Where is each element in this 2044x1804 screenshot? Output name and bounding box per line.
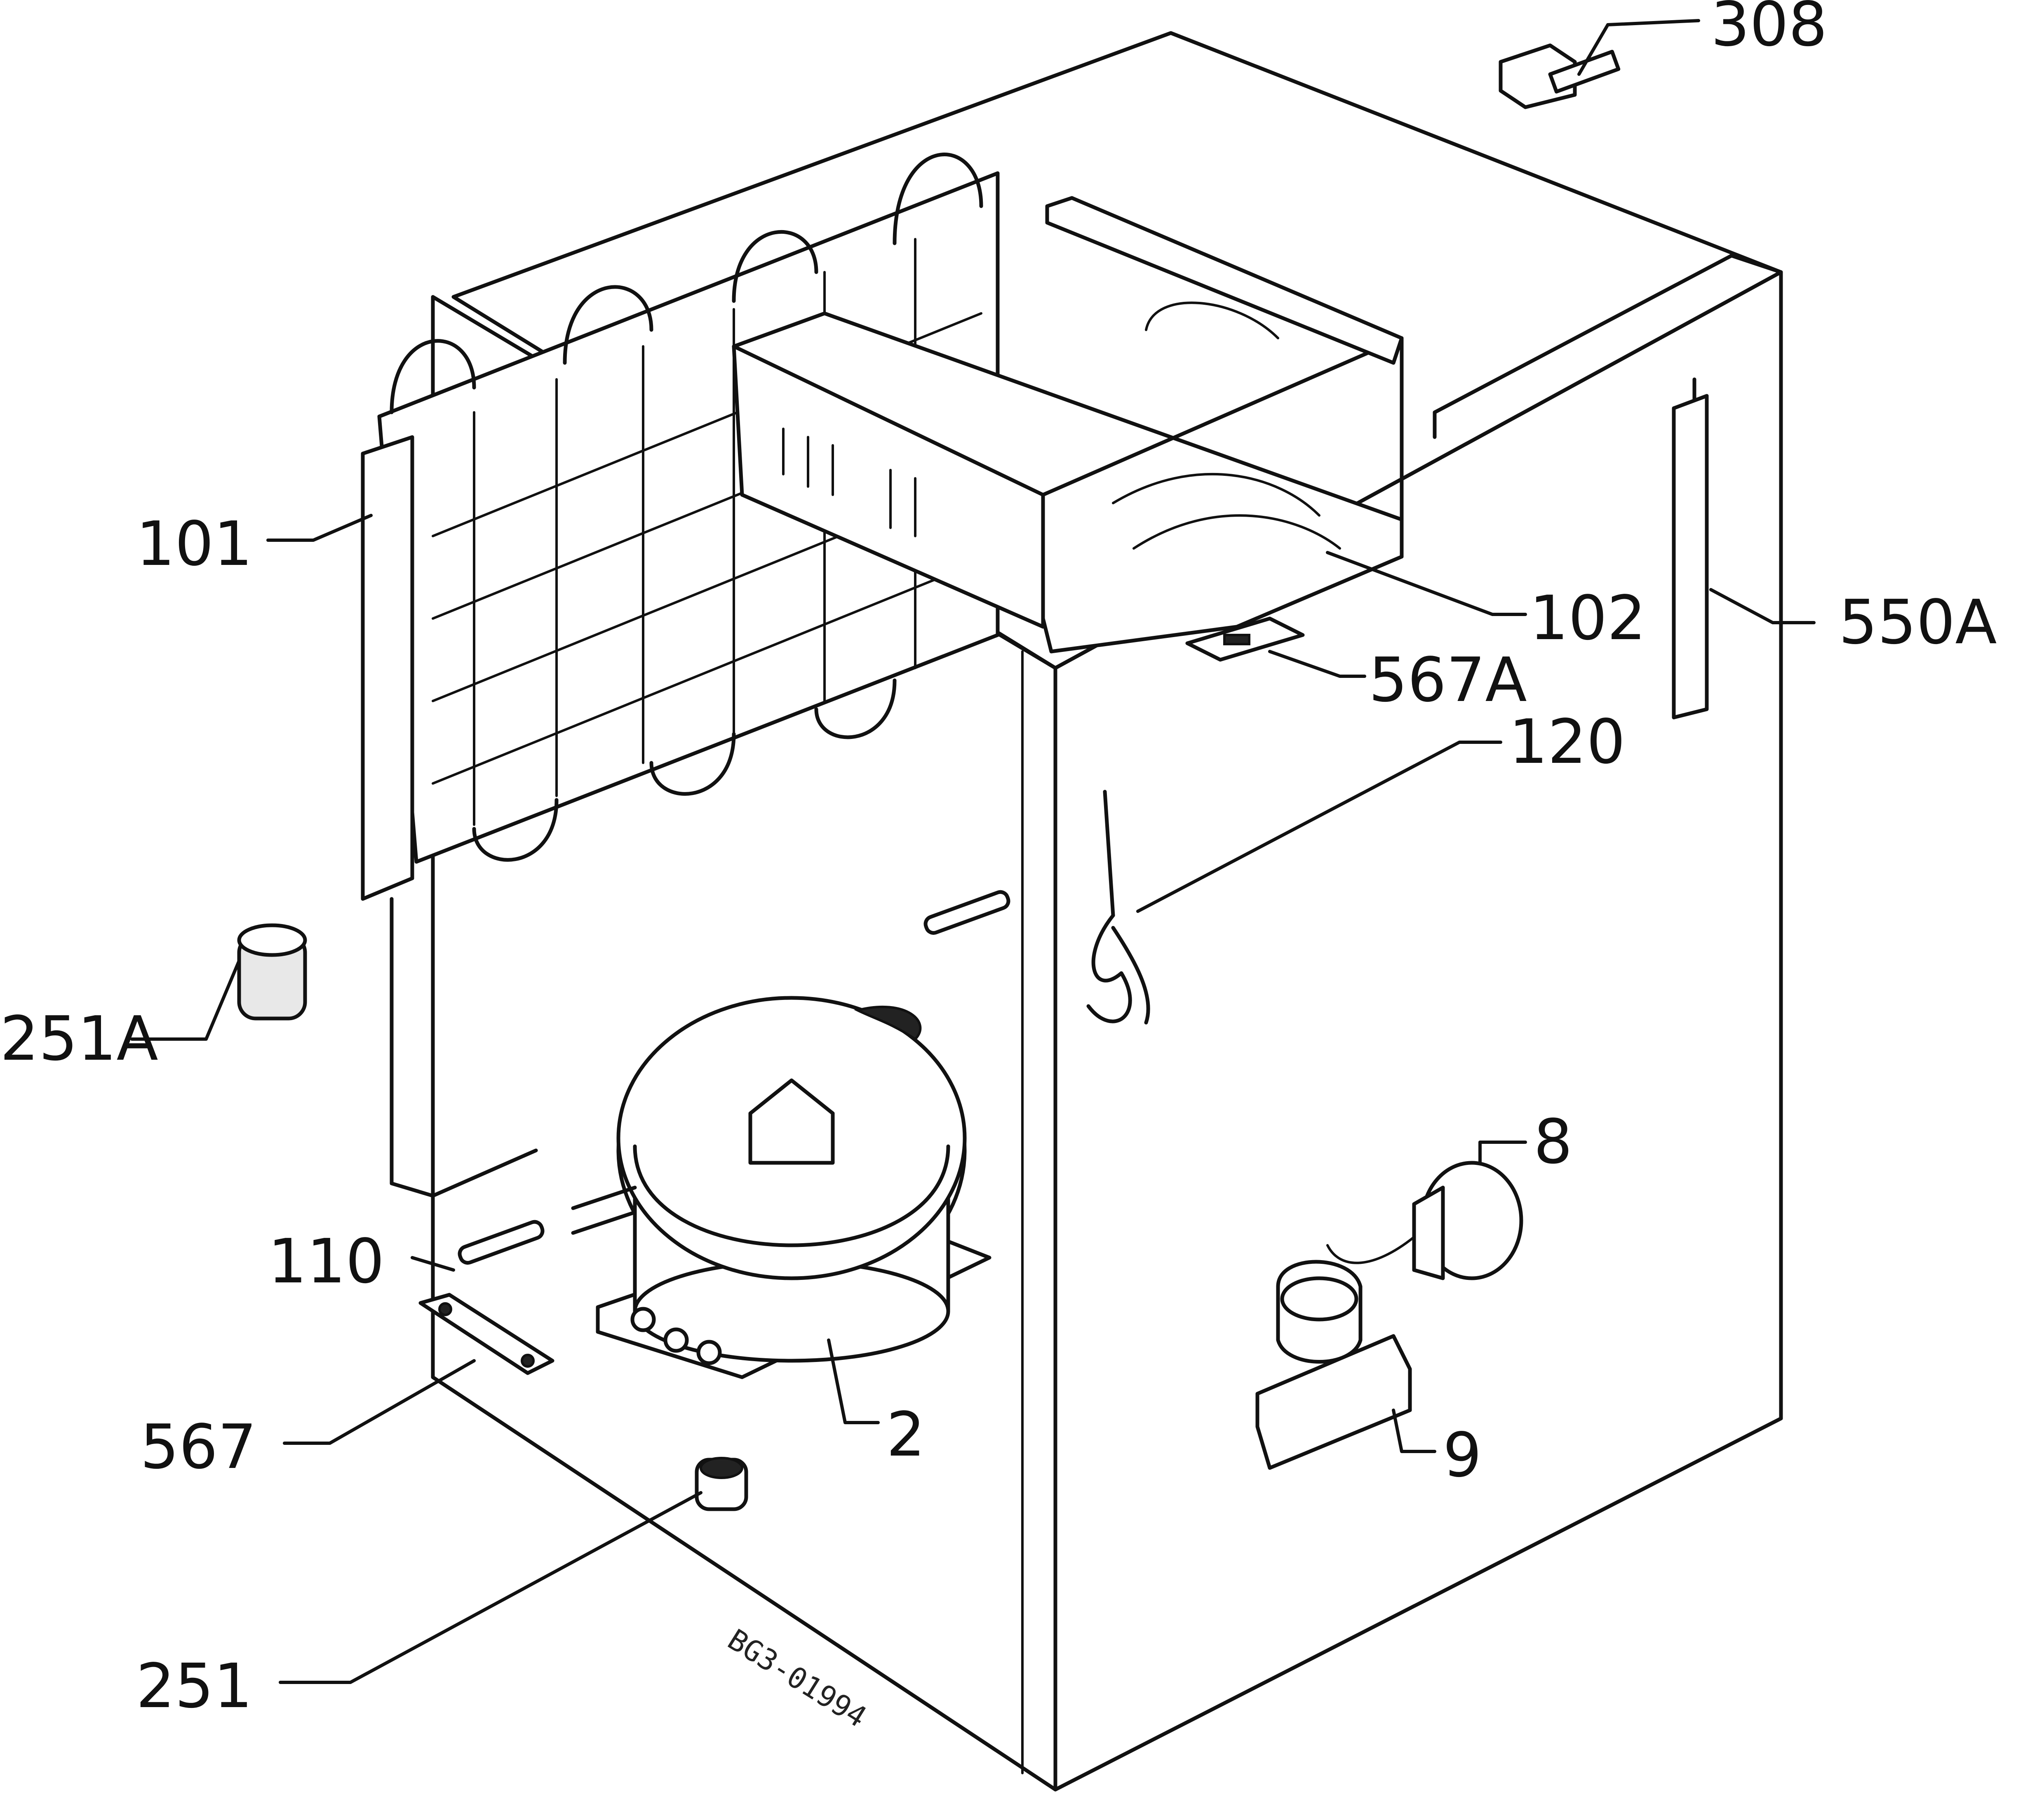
compressor	[571, 996, 991, 1379]
callout-8: 8	[1534, 1106, 1572, 1177]
callout-9: 9	[1443, 1420, 1482, 1491]
grommet-251A	[237, 923, 307, 1021]
callout-567: 567	[140, 1411, 257, 1482]
callout-120: 120	[1509, 706, 1626, 777]
door-seal-550A	[1672, 377, 1709, 720]
plate-567	[418, 1293, 554, 1375]
callout-labels: 308 101 102 550A 567A 120 251A 8 110 567…	[0, 0, 1997, 1722]
thermostat-capillary-120	[1086, 790, 1150, 1025]
holder-clip-9	[1255, 1260, 1412, 1470]
callout-110: 110	[268, 1226, 385, 1297]
callout-101: 101	[136, 508, 253, 579]
evaporator-tray	[732, 196, 1404, 654]
callout-550A: 550A	[1839, 587, 1997, 658]
grommet-251	[695, 1457, 748, 1511]
leader-lines	[130, 19, 1816, 1684]
cabinet-body	[431, 31, 1783, 1792]
hinge-part-308	[1499, 43, 1621, 109]
callout-251A: 251A	[0, 1003, 158, 1074]
plate-567A	[1185, 616, 1305, 662]
callout-102: 102	[1529, 583, 1646, 654]
callout-567A: 567A	[1369, 644, 1527, 715]
callout-2: 2	[886, 1399, 925, 1470]
starter-relay-8	[1326, 1161, 1523, 1280]
callout-308: 308	[1711, 0, 1828, 60]
tube-stub-110	[458, 890, 1010, 1265]
callout-251: 251	[136, 1651, 253, 1722]
